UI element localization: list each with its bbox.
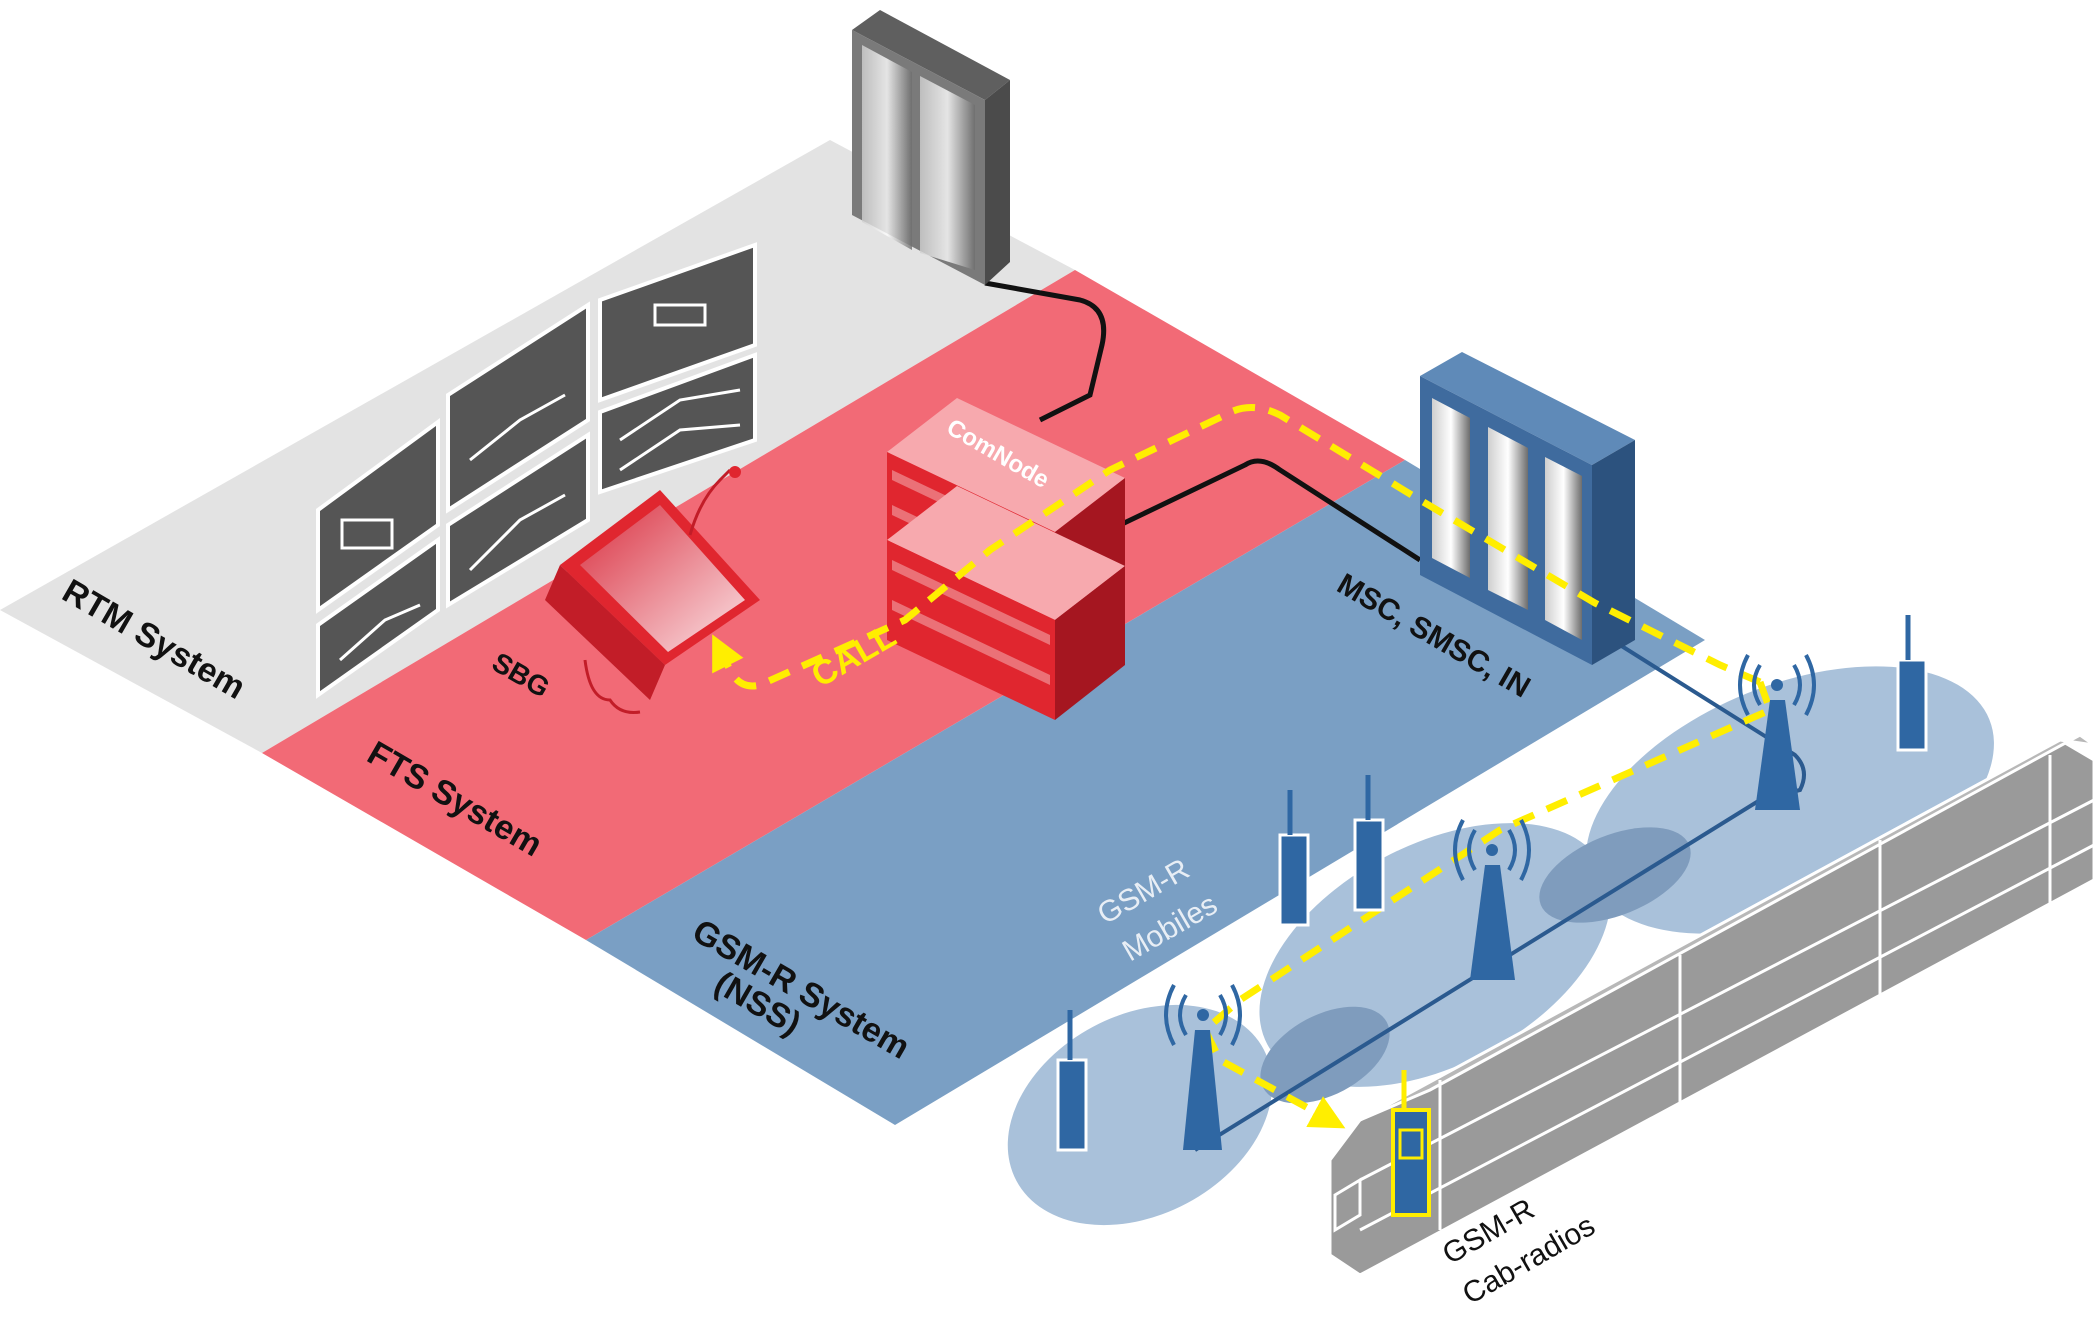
rtm-video-wall [316, 242, 757, 699]
link-msc-bts [1193, 643, 1806, 1152]
bts-antenna-left [1164, 984, 1242, 1150]
fts-zone [262, 270, 1405, 940]
cab-radio [1391, 1070, 1431, 1217]
backbone-links [984, 280, 1422, 563]
cell-overlap-1 [1260, 1006, 1390, 1104]
bts-links [1193, 643, 1806, 1152]
call-path [712, 404, 1762, 690]
gsmr-zone [586, 460, 1705, 1125]
link-rtm-comnode [984, 280, 1107, 423]
sbg-console [545, 466, 760, 714]
train [1328, 733, 2094, 1277]
cell-overlap-2 [1539, 827, 1691, 923]
msc-cabinets [1420, 352, 1635, 665]
bts-antenna-right [1738, 654, 1816, 810]
mobile-radio-1 [1278, 790, 1310, 927]
mobile-radio-3 [1896, 615, 1928, 752]
mobile-radio-4 [1056, 1010, 1088, 1152]
link-comnode-msc [1118, 458, 1422, 563]
comnode-device [887, 398, 1125, 720]
rtm-server-cabinet [852, 10, 1010, 285]
mobile-radio-2 [1353, 775, 1385, 912]
bts-antenna-middle [1453, 819, 1531, 980]
